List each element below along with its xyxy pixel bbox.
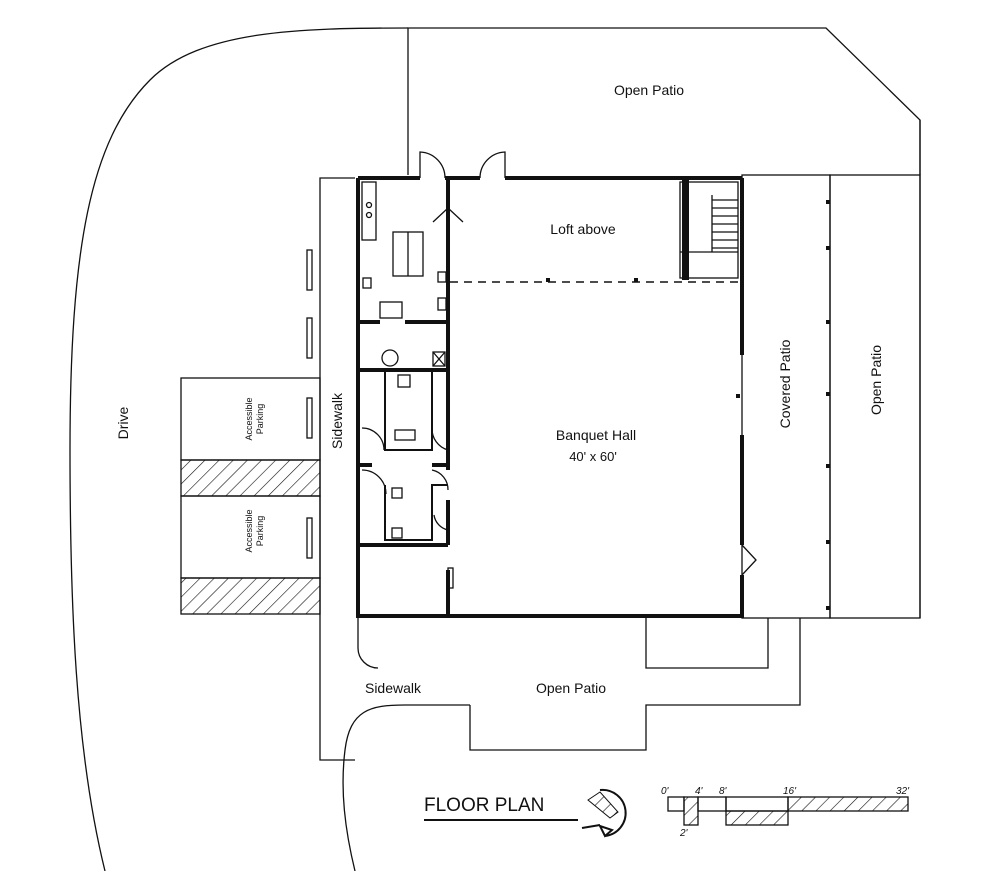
accessible-parking-1-line2: Parking [255,404,265,435]
accessible-parking-1-line1: Accessible [244,397,254,440]
sink [365,211,373,219]
accessible-parking-2-line1: Accessible [244,509,254,552]
scale-tick-8: 8' [719,786,728,797]
sidewalk-vertical-label: Sidewalk [329,392,345,449]
accessible-parking-2-line2: Parking [255,516,265,547]
banquet-hall-dimensions: 40' x 60' [569,449,617,464]
sink [365,201,373,209]
covered-patio-label: Covered Patio [777,339,793,428]
mechanical-box [432,351,446,367]
open-patio-bottom-corner [357,647,379,669]
loft-above-label: Loft above [550,221,616,237]
scale-tick-2: 2' [679,828,689,839]
entry-door-swing [479,151,506,179]
storage-fixture [447,567,454,589]
scale-tick-16: 16' [783,786,797,797]
north-arrow-icon [581,788,627,838]
wheel-stop [306,317,313,359]
mechanical-box-x [432,351,446,367]
restroom-door-swing [361,469,387,495]
restroom-door-swing [431,427,449,451]
parking-hatch-2 [180,577,321,615]
wheel-stop [306,249,313,291]
wheel-stop [306,517,313,559]
banquet-hall-label: Banquet Hall [556,427,636,443]
hall-door-swing [741,544,757,576]
appliance [362,277,372,289]
entry-door-swing [419,151,446,179]
kitchen-counter [361,181,377,241]
appliance [437,271,447,283]
scale-tick-0: 0' [661,786,670,797]
scale-tick-32: 32' [896,786,910,797]
sidewalk-outline [319,177,355,761]
drive-label: Drive [115,406,131,439]
restroom-door-swing [431,469,449,491]
toilet [397,374,411,388]
open-patio-right-label: Open Patio [868,345,884,415]
restroom-door-swing [433,514,449,531]
wheel-stop [306,397,313,439]
open-patio-bottom-outline [469,618,801,751]
patio-columns [546,200,830,610]
water-heater [381,349,399,367]
appliance [437,297,447,311]
open-patio-top-label: Open Patio [614,82,684,98]
drive-inner-curve [342,704,470,871]
open-patio-bottom-label: Open Patio [536,680,606,696]
scale-bar [667,796,909,826]
floor-plan-title: FLOOR PLAN [424,795,544,816]
toilet [391,527,403,539]
sink-vanity [394,429,416,441]
drive-edge-curve [69,27,409,871]
toilet [391,487,403,499]
restroom-wall [384,484,448,541]
kitchen-door-swing [432,207,464,223]
counter [379,301,403,319]
stair-post [682,180,689,280]
restroom-wall [384,370,433,451]
stair-landing [679,181,739,279]
open-patio-top-outline [407,27,921,175]
parking-hatch-1 [180,459,321,497]
sidewalk-bottom-label: Sidewalk [365,680,422,696]
restroom-door-swing [361,427,385,451]
scale-tick-4: 4' [695,786,704,797]
open-patio-bottom-step [645,618,769,669]
